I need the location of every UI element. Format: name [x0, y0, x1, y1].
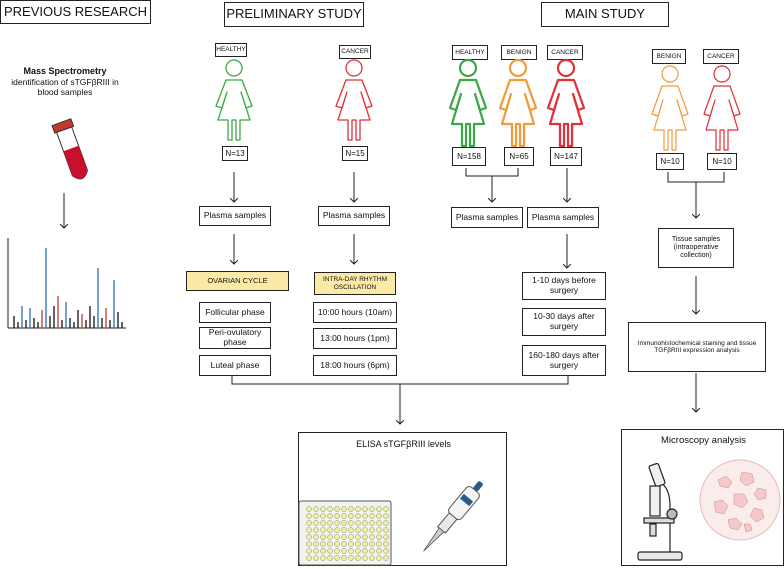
timepoint-10-30-days: 10-30 days after surgery: [522, 308, 606, 336]
benign-woman-icon: [498, 58, 538, 148]
main-study-women-icons: [448, 58, 586, 148]
header-preliminary-study: PRELIMINARY STUDY: [224, 2, 364, 27]
tissue-benign-label: BENIGN: [652, 49, 686, 64]
header-main-study: MAIN STUDY: [541, 2, 669, 27]
ihc-analysis-box: Immunohistochemical staining and tissue …: [628, 322, 766, 372]
test-tube-icon: [51, 118, 88, 180]
header-previous-research: PREVIOUS RESEARCH: [0, 0, 151, 24]
mass-spectrum-plot: [7, 238, 126, 329]
main-healthy-n: N=158: [452, 147, 486, 166]
microplate-icon: [298, 500, 392, 566]
pipette-icon: [423, 481, 483, 552]
microscopy-label: Microscopy analysis: [661, 435, 746, 446]
microscopy-panel: Microscopy analysis: [621, 429, 784, 566]
ms-title: Mass Spectrometry: [23, 66, 107, 76]
tissue-slide-icon: [699, 459, 781, 541]
benign-woman-icon: [651, 65, 689, 151]
microscope-icon: [637, 462, 683, 561]
intraday-rhythm-highlight: INTRA-DAY RHYTHM OSCILLATION: [314, 272, 396, 295]
cancer-woman-icon: [703, 65, 741, 151]
prelim-healthy-plasma: Plasma samples: [199, 206, 271, 226]
time-6pm: 18:00 hours (6pm): [313, 355, 397, 376]
prelim-healthy-label: HEALTHY: [215, 43, 247, 57]
tissue-women-icons: [651, 65, 741, 151]
prelim-cancer-plasma: Plasma samples: [318, 206, 390, 226]
tissue-samples-box: Tissue samples (intraoperative collectio…: [658, 228, 734, 268]
phase-peri-ovulatory: Peri-ovulatory phase: [199, 327, 271, 349]
elisa-panel: ELISA sTGFβRIII levels: [298, 432, 507, 566]
phase-follicular: Follicular phase: [199, 302, 271, 323]
prelim-cancer-n: N=15: [342, 146, 368, 161]
main-benign-n: N=65: [504, 147, 534, 166]
phase-luteal: Luteal phase: [199, 355, 271, 376]
cancer-woman-icon: [335, 59, 373, 141]
cancer-woman-icon: [546, 58, 586, 148]
prelim-cancer-label: CANCER: [339, 45, 371, 59]
time-1pm: 13:00 hours (1pm): [313, 328, 397, 349]
tissue-cancer-n: N=10: [707, 153, 737, 170]
ovarian-cycle-highlight: OVARIAN CYCLE: [186, 271, 289, 291]
header-main-label: MAIN STUDY: [564, 6, 646, 22]
main-plasma-right: Plasma samples: [527, 207, 599, 228]
tissue-cancer-label: CANCER: [703, 49, 739, 64]
header-preliminary-label: PRELIMINARY STUDY: [226, 6, 362, 22]
timepoint-before-surgery: 1-10 days before surgery: [522, 272, 606, 300]
elisa-label: ELISA sTGFβRIII levels: [356, 439, 451, 449]
prelim-healthy-n: N=13: [222, 146, 248, 161]
timepoint-160-180-days: 160-180 days after surgery: [522, 345, 606, 376]
main-cancer-n: N=147: [550, 147, 582, 166]
header-previous-label: PREVIOUS RESEARCH: [3, 3, 148, 19]
time-10am: 10:00 hours (10am): [313, 302, 397, 323]
healthy-woman-icon: [215, 59, 253, 141]
main-plasma-left: Plasma samples: [451, 207, 523, 228]
healthy-woman-icon: [448, 58, 488, 148]
ms-description: identification of sTGFβRIII in blood sam…: [11, 77, 119, 98]
tissue-benign-n: N=10: [656, 153, 684, 170]
